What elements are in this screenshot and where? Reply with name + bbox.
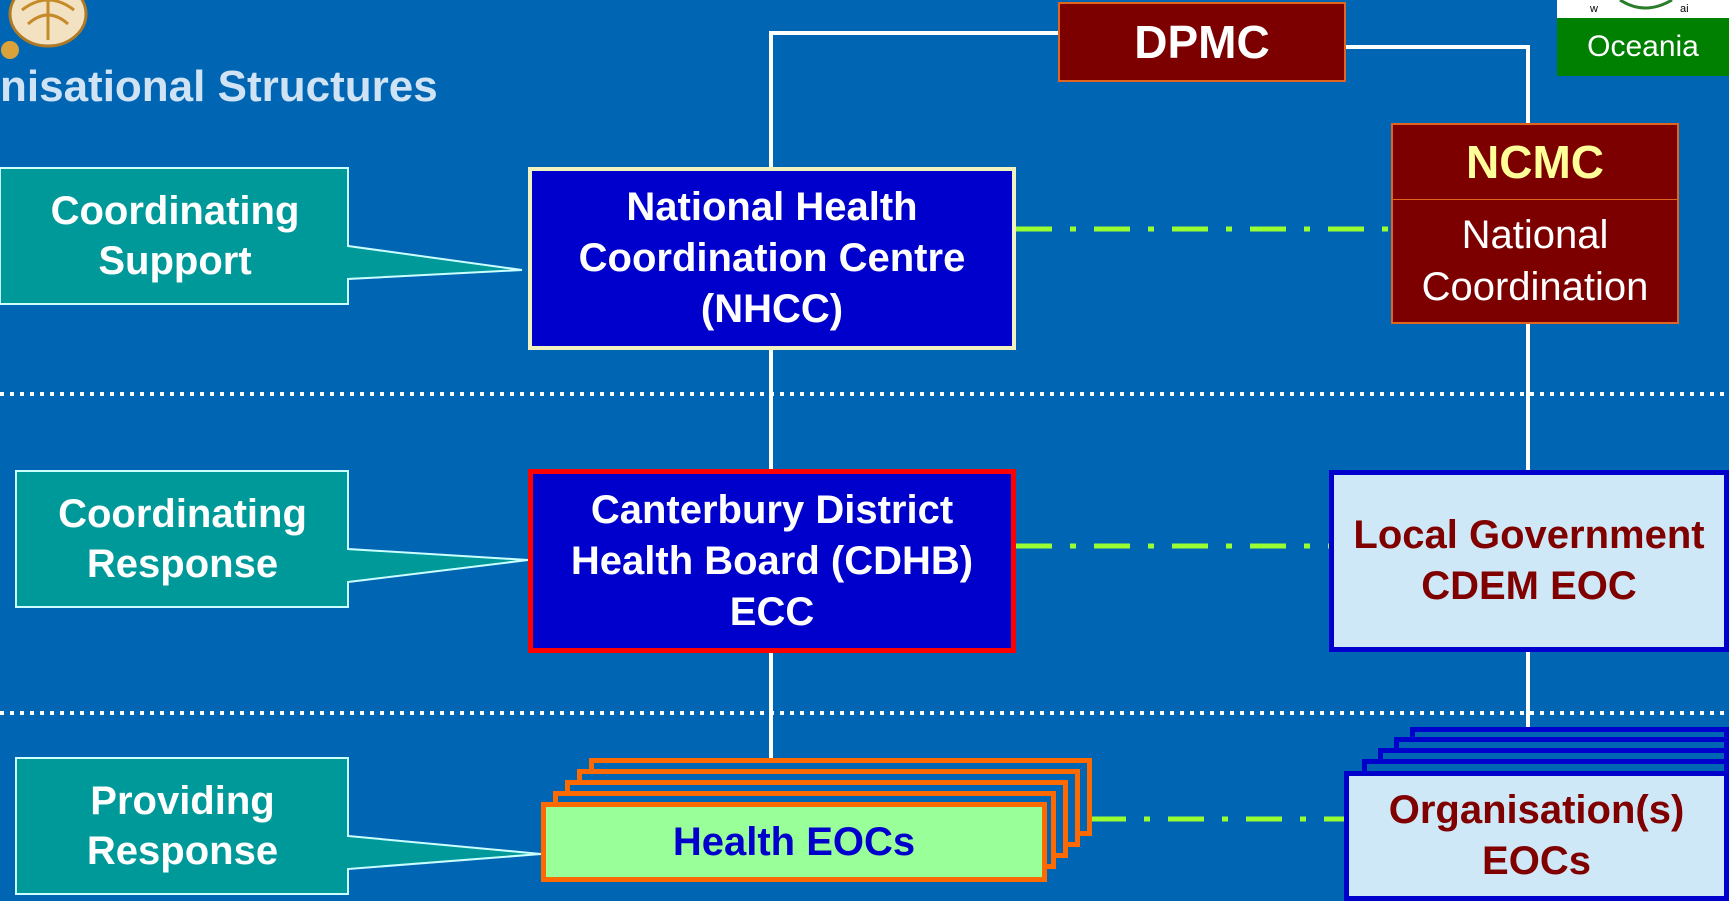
oceania-badge: Oceania	[1557, 18, 1729, 76]
connector-dpmc-nhcc	[769, 31, 1058, 167]
page-title: nisational Structures	[0, 62, 438, 111]
svg-text:w: w	[1589, 3, 1598, 15]
callout-shape-support	[0, 167, 523, 305]
shell-logo-icon	[1, 0, 88, 59]
ncmc-subtitle-box: National Coordination	[1391, 199, 1679, 324]
org-logo-icon: w ai	[1557, 0, 1729, 18]
svg-text:ai: ai	[1680, 3, 1689, 15]
dpmc-box: DPMC	[1058, 2, 1346, 82]
callout-coordinating-support: Coordinating Support	[50, 189, 300, 283]
cdhb-box: Canterbury District Health Board (CDHB) …	[528, 469, 1016, 653]
nhcc-box: National Health Coordination Centre (NHC…	[528, 167, 1016, 350]
connector-dpmc-ncmc	[1346, 45, 1530, 123]
ncmc-title-box: NCMC	[1391, 123, 1679, 199]
callout-shape-coord-response	[15, 470, 529, 608]
local-government-box: Local Government CDEM EOC	[1329, 470, 1729, 652]
callout-shape-providing	[15, 757, 542, 895]
health-eocs-box: Health EOCs	[541, 802, 1047, 882]
callout-coordinating-response: Coordinating Response	[58, 492, 307, 586]
callout-providing-response: Providing Response	[86, 779, 279, 873]
organisation-eocs-box: Organisation(s) EOCs	[1344, 771, 1729, 901]
